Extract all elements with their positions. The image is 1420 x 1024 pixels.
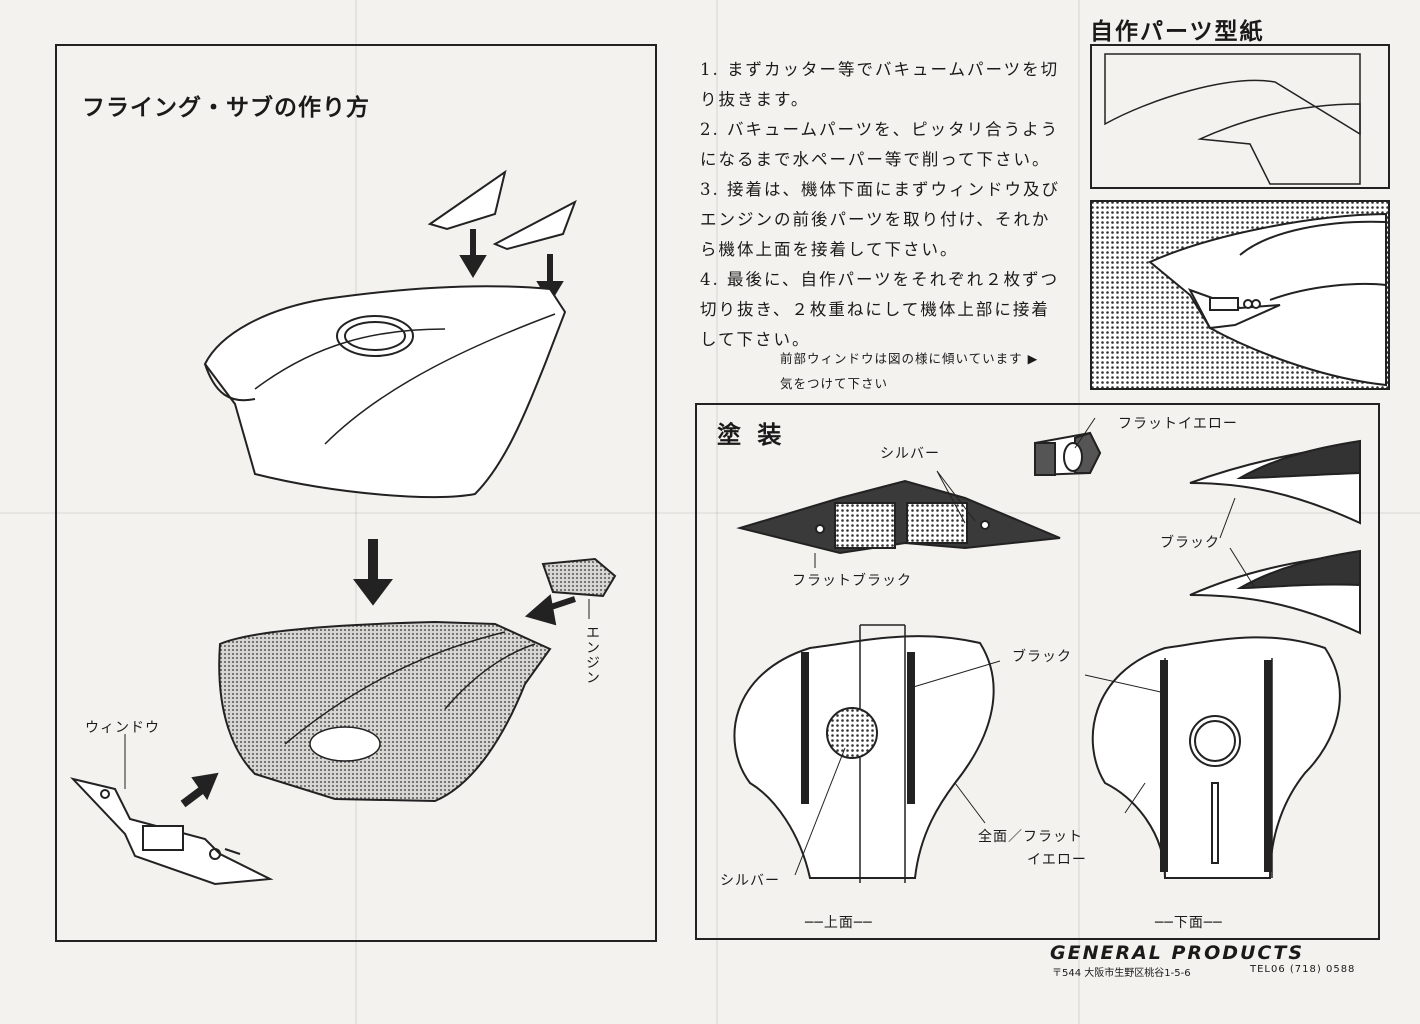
engine-part (541, 557, 617, 598)
assembly-panel (55, 44, 657, 942)
silver-bottom-label: シルバー (720, 873, 780, 889)
painting-title: 塗 装 (717, 421, 786, 449)
upper-hull (203, 285, 567, 499)
window-angle-illustration (1092, 202, 1388, 388)
template-box (1090, 44, 1390, 189)
step-4-line-1: 4. 最後に、自作パーツをそれぞれ２枚ずつ (700, 270, 1060, 289)
fin-part-left (427, 169, 507, 231)
black-mid-label: ブラック (1160, 535, 1220, 551)
lower-hull (218, 620, 552, 803)
bottom-view-body (1091, 636, 1341, 879)
black-body-label: ブラック (1012, 649, 1072, 665)
footer-address: 〒544 大阪市生野区桃谷1-5-6 (1052, 968, 1191, 979)
painting-illustration (733, 417, 1361, 883)
all-flat-line-1: 全面／フラット (978, 829, 1083, 845)
all-flat-line-2: イエロー (1027, 852, 1087, 868)
top-view-label: ──上面── (805, 915, 873, 931)
instruction-steps: 1. まずカッター等でバキュームパーツを切 り抜きます。 2. バキュームパーツ… (700, 55, 1080, 355)
window-label: ウィンドウ (85, 720, 160, 736)
assembly-title: フライング・サブの作り方 (82, 95, 370, 121)
step-2-line-1: 2. バキュームパーツを、ピッタリ合うよう (700, 120, 1060, 139)
fin-part-right (492, 199, 577, 251)
step-1-line-2: り抜きます。 (700, 90, 810, 109)
footer-tel: TEL06 (718) 0588 (1250, 964, 1356, 975)
template-title: 自作パーツ型紙 (1090, 19, 1265, 45)
silver-top-label: シルバー (880, 446, 940, 462)
bottom-view-label: ──下面── (1155, 915, 1223, 931)
flat-yellow-label: フラットイエロー (1118, 416, 1238, 432)
step-3-line-2: エンジンの前後パーツを取り付け、それか (700, 210, 1051, 229)
assembly-illustration (69, 169, 617, 886)
top-view-body (733, 635, 995, 879)
painting-panel (695, 403, 1380, 940)
flat-black-label: フラットブラック (792, 573, 912, 589)
brand-logo: GENERAL PRODUCTS (1050, 942, 1305, 964)
step-4-line-2: 切り抜き、２枚重ねにして機体上部に接着 (700, 300, 1050, 319)
step-4-line-3: して下さい。 (700, 330, 811, 349)
step-3-line-1: 3. 接着は、機体下面にまずウィンドウ及び (700, 180, 1060, 199)
window-strip (736, 479, 1061, 555)
step-3-line-3: ら機体上面を接着して下さい。 (700, 240, 959, 259)
step-1-line-1: 1. まずカッター等でバキュームパーツを切 (700, 60, 1060, 79)
step-2-line-2: になるまで水ペーパー等で削って下さい。 (700, 150, 1051, 169)
window-note-line-2: 気をつけて下さい (780, 376, 889, 391)
window-note-line-1: 前部ウィンドウは図の様に傾いています ▶ (780, 351, 1039, 366)
template-shapes (1104, 53, 1361, 185)
engine-label: エンジン (584, 625, 600, 685)
